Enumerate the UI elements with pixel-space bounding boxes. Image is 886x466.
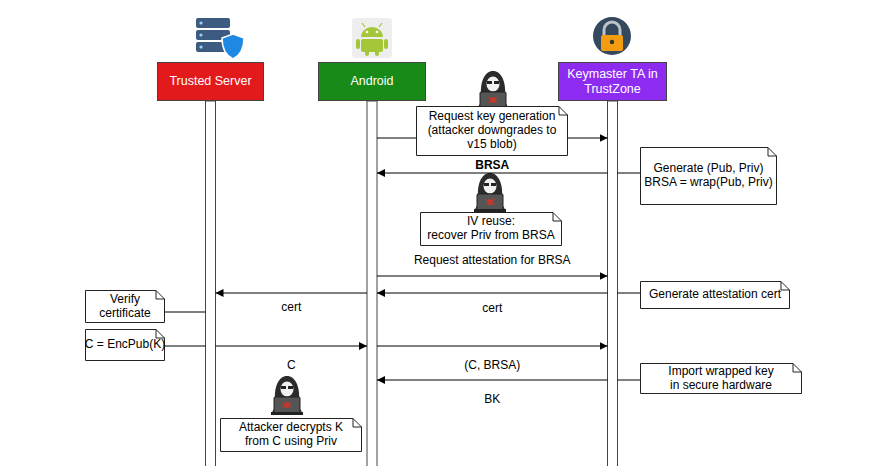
- message-label: BK: [484, 392, 500, 406]
- message-arrow: [377, 276, 608, 277]
- participant-name: Keymaster TA in TrustZone: [563, 67, 663, 96]
- android-icon: [376, 31, 379, 34]
- note-box: Import wrapped key in secure hardware: [640, 363, 802, 394]
- lifeline: [206, 101, 216, 466]
- android-icon: [361, 27, 383, 37]
- message-label: (C, BRSA): [464, 358, 520, 372]
- note-outline: [641, 148, 777, 205]
- android-icon: [356, 39, 360, 49]
- note-box: Generate attestation cert: [640, 281, 790, 309]
- participant-box: Keymaster TA in TrustZone: [558, 62, 667, 101]
- leader-line: [165, 312, 206, 313]
- participant-box: Trusted Server: [157, 62, 264, 101]
- leader-line: [165, 346, 206, 347]
- message-label: C: [287, 358, 296, 372]
- leader-line: [618, 380, 641, 381]
- message-arrow: [377, 346, 608, 347]
- lock-icon: [610, 40, 614, 44]
- note-outline: [86, 330, 165, 361]
- note-box: IV reuse:recover Priv from BRSA: [420, 212, 562, 246]
- message-arrow: [377, 293, 608, 294]
- server-light: [199, 33, 202, 36]
- note-fold: [793, 364, 802, 373]
- message-arrow: [377, 380, 608, 381]
- participant-name: Android: [350, 74, 393, 88]
- message-arrow: [216, 346, 368, 347]
- server-light: [199, 45, 202, 48]
- message-arrow: [216, 293, 368, 294]
- android-icon: [365, 50, 369, 56]
- message-arrow: [377, 173, 608, 174]
- note-box: Generate (Pub, Priv)BRSA = wrap(Pub, Pri…: [640, 147, 777, 205]
- note-fold: [768, 148, 777, 157]
- note-text: IV reuse:: [467, 215, 515, 229]
- attacker-icon: [271, 376, 303, 415]
- note-text: Attacker decrypts K from C using Priv: [234, 421, 348, 449]
- android-icon: [362, 23, 382, 27]
- note-fold: [156, 330, 165, 339]
- note-box: Request key generation (attacker downgra…: [416, 106, 568, 156]
- note-box: Attacker decrypts K from C using Priv: [220, 418, 362, 452]
- leader-line: [618, 293, 641, 294]
- lock-icon: [601, 35, 623, 51]
- note-text: BRSA = wrap(Pub, Priv): [644, 176, 772, 190]
- note-fold: [156, 291, 165, 300]
- note-fold: [559, 107, 568, 116]
- message-label: cert: [281, 300, 301, 314]
- note-text: Verify certificate: [91, 293, 159, 321]
- message-label: BRSA: [475, 158, 509, 172]
- android-icon: [361, 39, 383, 52]
- note-outline: [417, 107, 568, 156]
- note-text: Import wrapped key in secure hardware: [664, 365, 778, 393]
- lock-icon: [593, 17, 631, 55]
- note-box: C = EncPub(K): [85, 329, 165, 361]
- message-label: cert: [482, 301, 502, 315]
- note-box: Verify certificate: [85, 290, 165, 323]
- note-outline: [221, 419, 362, 452]
- lifeline: [367, 101, 377, 466]
- leader-line: [618, 173, 641, 174]
- participant-box: Android: [318, 62, 426, 101]
- note-fold: [781, 282, 790, 291]
- note-outline: [641, 282, 790, 309]
- note-text: Generate (Pub, Priv): [653, 162, 763, 176]
- attacker-icon: [474, 173, 506, 212]
- note-fold: [553, 213, 562, 222]
- note-fold: [353, 419, 362, 428]
- shield-icon: [222, 34, 244, 59]
- note-text: Generate attestation cert: [649, 288, 781, 302]
- message-label: Request attestation for BRSA: [414, 253, 571, 267]
- note-text: Request key generation (attacker downgra…: [422, 110, 562, 151]
- note-outline: [641, 364, 802, 394]
- lifeline: [608, 101, 618, 466]
- note-outline: [86, 291, 165, 323]
- note-outline: [421, 213, 562, 246]
- server-icon: [196, 18, 230, 28]
- attacker-icon: [477, 71, 509, 110]
- android-icon: [384, 39, 388, 49]
- android-icon: [366, 31, 369, 34]
- note-text: recover Priv from BRSA: [427, 229, 554, 243]
- lock-icon: [604, 22, 620, 37]
- note-text: C = EncPub(K): [85, 338, 165, 352]
- server-light: [199, 21, 202, 24]
- android-icon: [375, 50, 379, 56]
- participant-name: Trusted Server: [169, 74, 251, 88]
- android-icon: [352, 18, 392, 58]
